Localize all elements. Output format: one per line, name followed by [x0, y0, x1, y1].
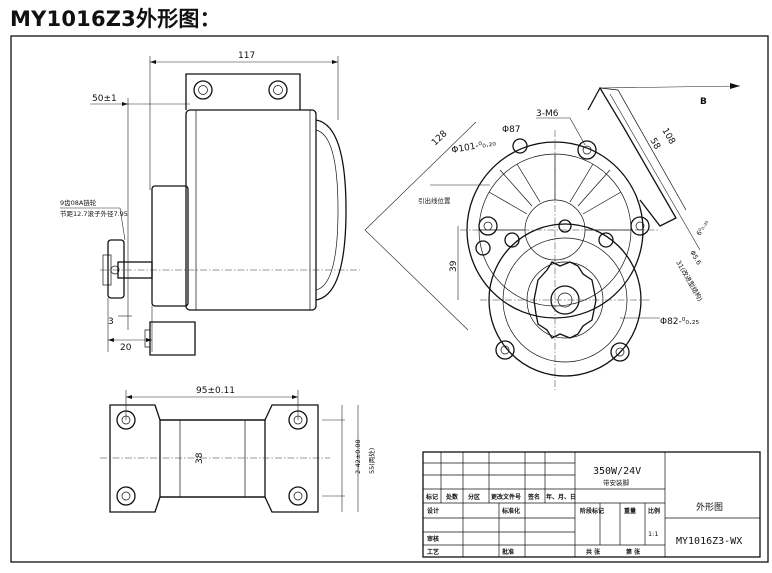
front-bolt-left [478, 216, 498, 236]
dim-hole-dia: Φ5.6 [688, 249, 703, 266]
scale: 1:1 [648, 530, 658, 538]
dim-slot-width: 6⁰₀.₃₀ [695, 218, 710, 237]
dim-39: 39 [449, 260, 459, 272]
stage-mark: 阶段标记 [580, 507, 604, 515]
front-bolt-top [577, 140, 597, 160]
col-zone: 分区 [468, 493, 480, 501]
wire-exit-label: 引出线位置 [418, 196, 451, 205]
sprocket [107, 239, 125, 299]
side-foot-hole-left [193, 80, 213, 100]
dim-hole-spacing: 95±0.11 [196, 386, 235, 396]
drawing-name: 外形图 [696, 501, 723, 513]
side-view: 117 50±1 9齿08A链轮 节距12.7滚子外径7.95 [60, 51, 360, 356]
col-qty: 处数 [445, 493, 459, 501]
dim-sprocket-width: 3 [108, 317, 114, 327]
dim-pilot-87: Φ87 [502, 125, 521, 135]
row-design: 设计 [427, 507, 439, 515]
drawing-frame [10, 35, 769, 563]
side-foot-hole-right [268, 80, 288, 100]
view-label-b: B [700, 97, 707, 107]
gearbox-housing [151, 185, 189, 307]
front-view: 128 [364, 83, 741, 390]
dim-overall-length: 117 [238, 51, 255, 61]
col-change-doc: 更改文件号 [491, 493, 521, 501]
page-title: MY1016Z3外形图： [10, 7, 221, 31]
row-approve: 批准 [502, 548, 514, 556]
dim-55: 55(两处) [367, 448, 376, 474]
sprocket-note-1: 9齿08A链轮 [60, 198, 97, 207]
dim-slots: 2-42±0.08 [354, 439, 362, 474]
motor-body [185, 109, 317, 311]
dim-bolt-circle: Φ101-⁰₀.₂₀ [451, 138, 497, 156]
col-sign: 签名 [527, 493, 540, 501]
title-block: 标记 处数 分区 更改文件号 签名 年、月、日 设计 标准化 审核 工艺 批准 … [422, 451, 761, 558]
front-bolt-right [630, 216, 650, 236]
front-sprocket [533, 261, 597, 339]
dim-hub: Φ82-⁰₀.₂₅ [660, 317, 699, 327]
sprocket-note-2: 节距12.7滚子外径7.95 [60, 209, 128, 218]
dim-shaft-extension: 20 [120, 343, 132, 353]
bottom-view: 95±0.11 38 2-42±0.08 55(两处) [100, 386, 376, 513]
total-sheets: 共 张 [586, 548, 601, 556]
row-review: 审核 [427, 535, 439, 543]
ratio: 比例 [648, 507, 660, 515]
weight: 重量 [624, 507, 636, 515]
dim-body-38: 38 [195, 452, 205, 464]
bottom-base-plate [109, 404, 319, 513]
dim-base-31: 31(改进型结构) [674, 259, 705, 303]
dim-108: 108 [659, 127, 676, 147]
row-process: 工艺 [427, 548, 439, 556]
dim-58: 58 [647, 137, 662, 152]
product-spec: 350W/24V [593, 466, 641, 477]
dim-diag-128: 128 [430, 129, 450, 148]
thread-spec: 3-M6 [536, 109, 559, 119]
col-mark: 标记 [425, 493, 438, 501]
drawing-number: MY1016Z3-WX [676, 536, 742, 547]
sheet-no: 第 张 [625, 548, 641, 556]
product-subtitle: 带安装脚 [603, 478, 630, 487]
output-shaft [117, 261, 153, 279]
col-date: 年、月、日 [546, 493, 576, 501]
row-standard: 标准化 [501, 507, 520, 515]
dim-shaft-offset: 50±1 [92, 94, 117, 104]
